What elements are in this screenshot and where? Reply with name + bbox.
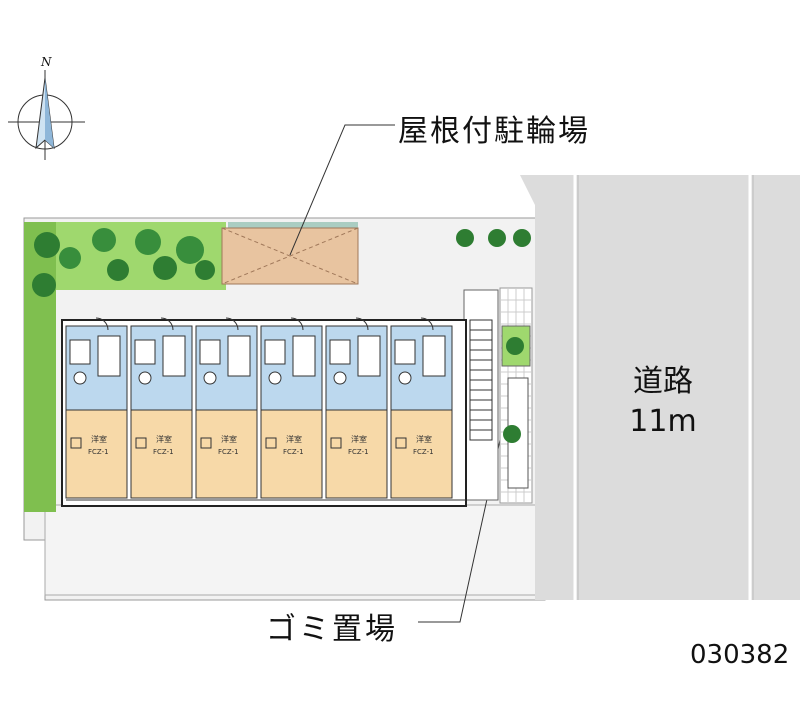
roofed-bicycle-parking [221,222,359,285]
road-label: 道路 11m [598,362,728,442]
unit: 洋室 FCZ-1 [195,317,258,499]
washer-icon [268,371,282,385]
room-type-label: 洋室 [416,434,432,444]
room-type-label: 洋室 [286,434,302,444]
unit: 洋室 FCZ-1 [65,317,128,499]
north-label: N [41,55,52,69]
kitchen-icon [199,339,221,365]
unit: 洋室 FCZ-1 [130,317,193,499]
apartment-units: 洋室 FCZ-1 洋室 FCZ-1 洋室 FCZ-1 洋室 FCZ-1 洋室 FCZ-1 洋室 FCZ… [65,317,453,499]
room [65,409,128,499]
room-type-label: 洋室 [156,434,172,444]
floor-label: FCZ-1 [348,448,369,456]
kitchen-icon [394,339,416,365]
bath-icon [357,335,381,377]
door-icon [290,317,304,331]
bath-icon [292,335,316,377]
floor-label: FCZ-1 [413,448,434,456]
compass-icon [8,70,85,160]
room-type-label: 洋室 [351,434,367,444]
kitchen-icon [264,339,286,365]
room [390,409,453,499]
road [520,175,800,600]
road-name: 道路 [633,364,693,399]
greenery-strip [24,222,531,512]
washer-icon [203,371,217,385]
garbage-area-label: ゴミ置場 [266,612,398,647]
room [130,409,193,499]
floor-label: FCZ-1 [218,448,239,456]
door-icon [420,317,434,331]
room [260,409,323,499]
unit: 洋室 FCZ-1 [325,317,388,499]
door-icon [95,317,109,331]
closet-icon [330,437,342,449]
bath-icon [97,335,121,377]
property-code: 030382 [690,640,790,670]
entrance-tiles [499,287,533,504]
kitchen-icon [329,339,351,365]
door-icon [160,317,174,331]
floor-label: FCZ-1 [283,448,304,456]
washer-icon [138,371,152,385]
closet-icon [200,437,212,449]
road-width: 11m [629,404,697,439]
closet-icon [265,437,277,449]
bath-icon [422,335,446,377]
floor-label: FCZ-1 [88,448,109,456]
unit: 洋室 FCZ-1 [390,317,453,499]
room [325,409,388,499]
leader-lines [289,124,501,623]
closet-icon [395,437,407,449]
kitchen-icon [134,339,156,365]
roofed-bicycle-parking-label: 屋根付駐輪場 [398,114,590,149]
room-type-label: 洋室 [91,434,107,444]
room [195,409,258,499]
closet-icon [135,437,147,449]
door-icon [355,317,369,331]
bath-icon [162,335,186,377]
bath-icon [227,335,251,377]
stairs [463,289,499,501]
door-icon [225,317,239,331]
washer-icon [398,371,412,385]
kitchen-icon [69,339,91,365]
unit: 洋室 FCZ-1 [260,317,323,499]
room-type-label: 洋室 [221,434,237,444]
washer-icon [333,371,347,385]
closet-icon [70,437,82,449]
floor-label: FCZ-1 [153,448,174,456]
washer-icon [73,371,87,385]
